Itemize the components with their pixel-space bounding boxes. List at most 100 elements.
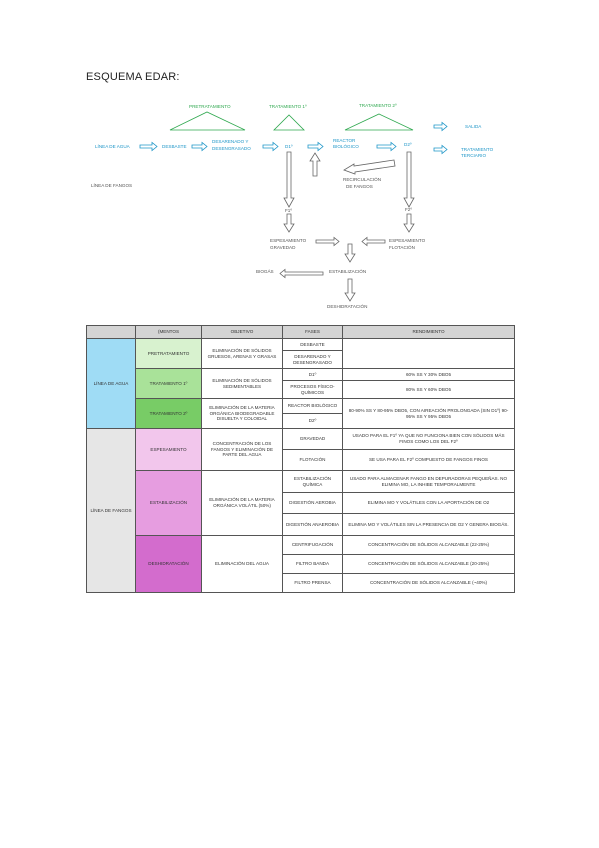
label-recirculacion-2: DE FANGOS bbox=[346, 184, 373, 189]
cell-des-objetivo: ELIMINACIÓN DEL AGUA bbox=[201, 535, 283, 593]
grav-to-est-arrow bbox=[315, 236, 340, 247]
label-linea-agua: LÍNEA DE AGUA bbox=[95, 144, 130, 149]
cell-pretratamiento: PRETRATAMIENTO bbox=[135, 338, 202, 369]
cell-dig-anaerobia-rendimiento: ELIMINA MO Y VOLÁTILES SIN LA PRESENCIA … bbox=[342, 513, 515, 536]
cell-t1-objetivo: ELIMINACIÓN DE SÓLIDOS SEDIMENTABLES bbox=[201, 368, 283, 399]
cell-est-quimica: ESTABILIZACIÓN QUÍMICA bbox=[282, 470, 343, 493]
header-cell: FASES bbox=[282, 325, 343, 339]
cell-filtro-prensa: FILTRO PRENSA bbox=[282, 573, 343, 593]
est-to-deshidratacion-arrow bbox=[344, 278, 356, 302]
recirculation-arrow bbox=[343, 159, 396, 175]
arrow-to-d1 bbox=[262, 141, 279, 152]
label-pretratamiento: PRETRATAMIENTO bbox=[189, 104, 231, 109]
header-cell: (MENTOS bbox=[135, 325, 202, 339]
f1-down-arrow bbox=[283, 151, 295, 208]
label-esp-flot-2: FLOTACIÓN bbox=[389, 245, 415, 250]
cell-centrifugacion: CENTRIFUGACIÓN bbox=[282, 535, 343, 555]
f1-to-grav-arrow bbox=[283, 213, 295, 233]
cell-pfq: PROCESOS FÍSICO-QUÍMICOS bbox=[282, 380, 343, 399]
cell-filtro-banda: FILTRO BANDA bbox=[282, 554, 343, 574]
label-d1: D1º bbox=[285, 144, 293, 149]
cell-flotacion: FLOTACIÓN bbox=[282, 449, 343, 471]
label-reactor-2: BIOLÓGICO bbox=[333, 144, 359, 149]
arrow-to-terciario bbox=[433, 144, 448, 155]
label-tratamiento1: TRATAMIENTO 1º bbox=[269, 104, 307, 109]
table-row: ESTABILIZACIÓN ELIMINACIÓN DE LA MATERIA… bbox=[87, 470, 515, 536]
arrow-to-desbaste bbox=[139, 141, 158, 152]
est-to-biogas-arrow bbox=[279, 268, 324, 279]
cell-d2: D2º bbox=[282, 413, 343, 429]
table-row: DIGESTIÓN AEROBIA ELIMINA MO Y VOLÁTILES… bbox=[87, 492, 515, 514]
cell-d1: D1º bbox=[282, 368, 343, 381]
label-estabilizacion: ESTABILIZACIÓN bbox=[329, 269, 367, 274]
header-cell bbox=[86, 325, 136, 339]
arrow-to-reactor bbox=[307, 141, 324, 152]
label-biogas: BIOGÁS bbox=[256, 269, 274, 274]
label-esp-grav-2: GRAVEDAD bbox=[270, 245, 296, 250]
arrow-to-d2 bbox=[376, 141, 397, 152]
label-d2: D2º bbox=[404, 142, 412, 147]
cell-pre-objetivo: ELIMINACIÓN DE SÓLIDOS GRUESOS, ARENAS Y… bbox=[201, 338, 283, 369]
edar-flow-diagram bbox=[139, 111, 448, 302]
flot-to-est-arrow bbox=[361, 236, 386, 247]
f2-down-arrow bbox=[403, 151, 415, 208]
label-desarenado-1: DESARENADO Y bbox=[212, 139, 249, 144]
label-tratamiento2: TRATAMIENTO 2º bbox=[359, 103, 397, 108]
label-reactor-1: REACTOR bbox=[333, 138, 356, 143]
cell-dig-aerobia: DIGESTIÓN AEROBIA bbox=[282, 492, 343, 514]
recirculation-up-arrow bbox=[309, 152, 321, 177]
cell-linea-agua: LÍNEA DE AGUA bbox=[86, 338, 136, 429]
cell-linea-fangos: LÍNEA DE FANGOS bbox=[86, 428, 136, 593]
cell-gravedad: GRAVEDAD bbox=[282, 428, 343, 450]
cell-reactor: REACTOR BIOLÓGICO bbox=[282, 398, 343, 414]
page-title: ESQUEMA EDAR: bbox=[86, 71, 180, 83]
header-cell: OBJETIVO bbox=[201, 325, 283, 339]
cell-dig-aerobia-rendimiento: ELIMINA MO Y VOLÁTILES CON LA APORTACIÓN… bbox=[342, 492, 515, 514]
cell-deshidratacion: DESHIDRATACIÓN bbox=[135, 535, 202, 593]
label-desarenado-2: DESENGRASADO bbox=[212, 146, 251, 151]
cell-desbaste: DESBASTE bbox=[282, 338, 343, 351]
table-row: DIGESTIÓN ANAEROBIA ELIMINA MO Y VOLÁTIL… bbox=[87, 513, 515, 536]
label-terciario-1: TRATAMIENTO bbox=[461, 147, 494, 152]
cell-gravedad-rendimiento: USADO PARA EL F1º YA QUE NO FUNCIONA BIE… bbox=[342, 428, 515, 450]
table-row: FILTRO PRENSA CONCENTRACIÓN DE SÓLIDOS A… bbox=[87, 573, 515, 593]
cell-tratamiento1: TRATAMIENTO 1º bbox=[135, 368, 202, 399]
label-salida: SALIDA bbox=[465, 124, 482, 129]
table-row: TRATAMIENTO 2º ELIMINACIÓN DE LA MATERIA… bbox=[87, 398, 515, 429]
table-header-row: (MENTOS OBJETIVO FASES RENDIMIENTO bbox=[86, 325, 515, 339]
edar-table: (MENTOS OBJETIVO FASES RENDIMIENTO LÍNEA… bbox=[86, 325, 515, 593]
cell-espesamiento: ESPESAMIENTO bbox=[135, 428, 202, 471]
cell-tratamiento2: TRATAMIENTO 2º bbox=[135, 398, 202, 429]
label-linea-fangos: LÍNEA DE FANGOS bbox=[91, 183, 133, 188]
down-to-est-arrow bbox=[344, 243, 356, 263]
cell-dig-anaerobia: DIGESTIÓN ANAEROBIA bbox=[282, 513, 343, 536]
label-esp-grav-1: ESPESAMIENTO bbox=[270, 238, 307, 243]
tratamiento2-triangle bbox=[344, 113, 414, 131]
table-row: LÍNEA DE FANGOS ESPESAMIENTO CONCENTRACI… bbox=[86, 428, 515, 593]
f2-to-flot-arrow bbox=[403, 213, 415, 233]
label-desbaste: DESBASTE bbox=[162, 144, 187, 149]
label-esp-flot-1: ESPESAMIENTO bbox=[389, 238, 426, 243]
arrow-to-desarenado bbox=[191, 141, 208, 152]
label-deshidratacion: DESHIDRATACIÓN bbox=[327, 304, 368, 309]
label-f2: F2º bbox=[405, 207, 413, 212]
cell-desarenado: DESARENADO Y DESENGRASADO bbox=[282, 350, 343, 369]
table-row: FILTRO BANDA CONCENTRACIÓN DE SÓLIDOS AL… bbox=[87, 554, 515, 574]
cell-estabilizacion: ESTABILIZACIÓN bbox=[135, 470, 202, 536]
header-cell: RENDIMIENTO bbox=[342, 325, 515, 339]
tratamiento1-triangle bbox=[273, 114, 305, 131]
cell-t2-rendimiento: 80-90% SS Y 80-95% DBO5, CON AIREACIÓN P… bbox=[342, 398, 515, 429]
pretratamiento-triangle bbox=[169, 111, 246, 131]
table-row: DESHIDRATACIÓN ELIMINACIÓN DEL AGUA CENT… bbox=[87, 535, 515, 593]
label-recirculacion-1: RECIRCULACIÓN bbox=[343, 177, 382, 182]
cell-pfq-rendimiento: 80% SS Y 60% DBO5 bbox=[342, 380, 515, 399]
cell-filtro-banda-rendimiento: CONCENTRACIÓN DE SÓLIDOS ALCANZABLE (20-… bbox=[342, 554, 515, 574]
label-f1: F1º bbox=[285, 208, 293, 213]
label-terciario-2: TERCIARIO bbox=[461, 153, 487, 158]
table-row: LÍNEA DE AGUA PRETRATAMIENTO ELIMINACIÓN… bbox=[86, 338, 515, 429]
cell-est-objetivo: ELIMINACIÓN DE LA MATERIA ORGÁNICA VOLÁT… bbox=[201, 470, 283, 536]
cell-filtro-prensa-rendimiento: CONCENTRACIÓN DE SÓLIDOS ALCANZABLE (~40… bbox=[342, 573, 515, 593]
cell-pre-rendimiento bbox=[342, 338, 515, 369]
cell-esp-objetivo: CONCENTRACIÓN DE LOS FANGOS Y ELIMINACIÓ… bbox=[201, 428, 283, 471]
table-row: TRATAMIENTO 1º ELIMINACIÓN DE SÓLIDOS SE… bbox=[87, 368, 515, 399]
